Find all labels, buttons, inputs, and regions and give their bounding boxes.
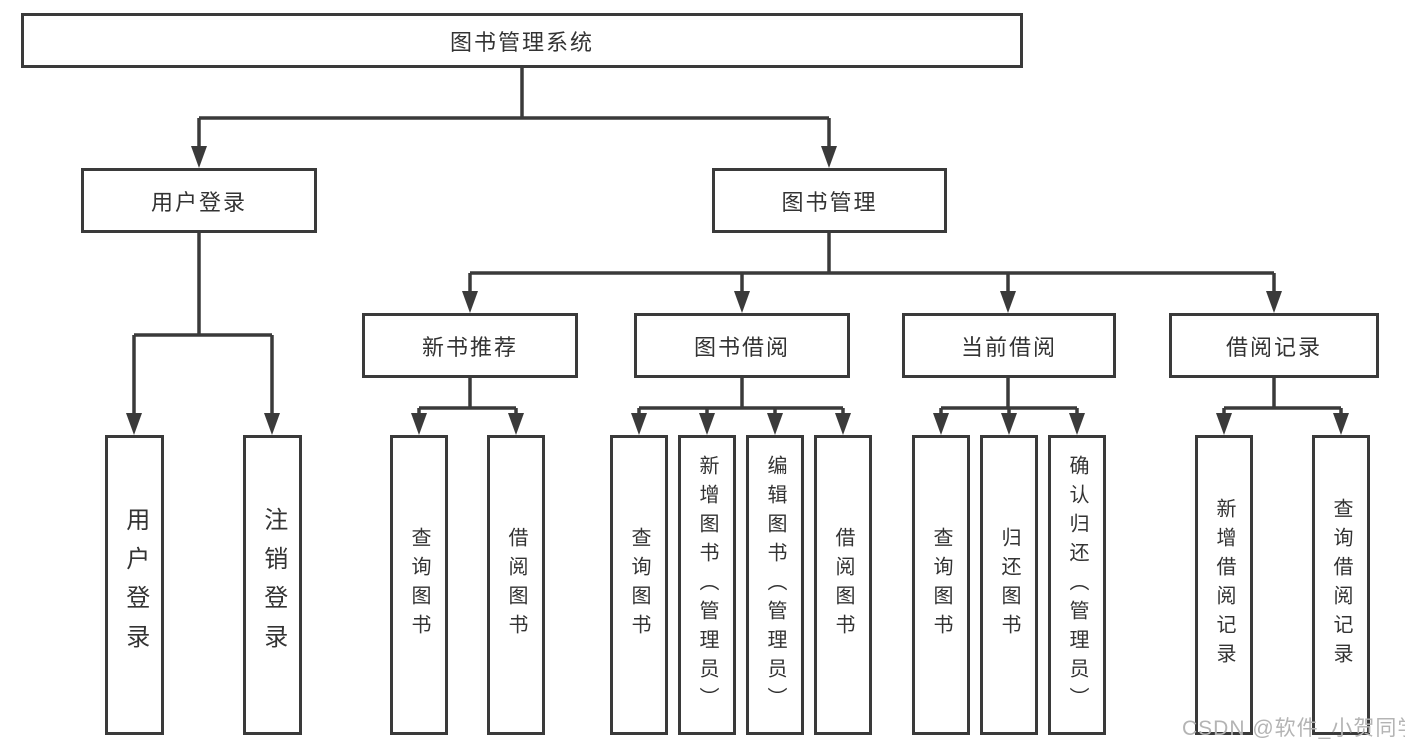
leaf-cb-query-books: 查询图书 [912, 435, 970, 735]
leaf-cb-return-books: 归还图书 [980, 435, 1038, 735]
node-root: 图书管理系统 [21, 13, 1023, 68]
leaf-nb-borrow-books: 借阅图书 [487, 435, 545, 735]
node-current-borrow: 当前借阅 [902, 313, 1116, 378]
leaf-user-login-label: 用户登录 [121, 507, 149, 663]
node-book-borrow: 图书借阅 [634, 313, 850, 378]
leaf-bb-query-books: 查询图书 [610, 435, 668, 735]
leaf-logout: 注销登录 [243, 435, 302, 735]
node-book-management-label: 图书管理 [781, 189, 878, 215]
node-book-management: 图书管理 [712, 168, 947, 233]
leaf-bb-edit-books-admin: 编辑图书（管理员） [746, 435, 804, 735]
node-book-borrow-label: 图书借阅 [693, 334, 790, 360]
node-borrow-records: 借阅记录 [1169, 313, 1379, 378]
node-borrow-records-label: 借阅记录 [1225, 334, 1322, 360]
leaf-cb-query-books-label: 查询图书 [930, 527, 952, 643]
leaf-nb-query-books: 查询图书 [390, 435, 448, 735]
watermark: CSDN @软件_小贺同学 [1182, 717, 1405, 740]
leaf-br-add-record: 新增借阅记录 [1195, 435, 1253, 735]
leaf-logout-label: 注销登录 [259, 507, 287, 663]
leaf-bb-add-books-admin-label: 新增图书（管理员） [696, 454, 718, 716]
leaf-bb-add-books-admin: 新增图书（管理员） [678, 435, 736, 735]
node-user-login: 用户登录 [81, 168, 317, 233]
leaf-bb-edit-books-admin-label: 编辑图书（管理员） [764, 454, 786, 716]
leaf-br-query-record-label: 查询借阅记录 [1330, 498, 1352, 672]
leaf-br-query-record: 查询借阅记录 [1312, 435, 1370, 735]
leaf-bb-borrow-books-label: 借阅图书 [832, 527, 854, 643]
node-current-borrow-label: 当前借阅 [960, 334, 1057, 360]
leaf-nb-borrow-books-label: 借阅图书 [505, 527, 527, 643]
leaf-cb-return-books-label: 归还图书 [998, 527, 1020, 643]
leaf-cb-confirm-return-admin: 确认归还（管理员） [1048, 435, 1106, 735]
node-new-book-recommend-label: 新书推荐 [421, 334, 518, 360]
leaf-bb-query-books-label: 查询图书 [628, 527, 650, 643]
leaf-cb-confirm-return-admin-label: 确认归还（管理员） [1066, 454, 1088, 716]
leaf-bb-borrow-books: 借阅图书 [814, 435, 872, 735]
node-root-label: 图书管理系统 [449, 29, 594, 55]
node-new-book-recommend: 新书推荐 [362, 313, 578, 378]
node-user-login-label: 用户登录 [150, 189, 247, 215]
leaf-nb-query-books-label: 查询图书 [408, 527, 430, 643]
leaf-user-login: 用户登录 [105, 435, 164, 735]
leaf-br-add-record-label: 新增借阅记录 [1213, 498, 1235, 672]
